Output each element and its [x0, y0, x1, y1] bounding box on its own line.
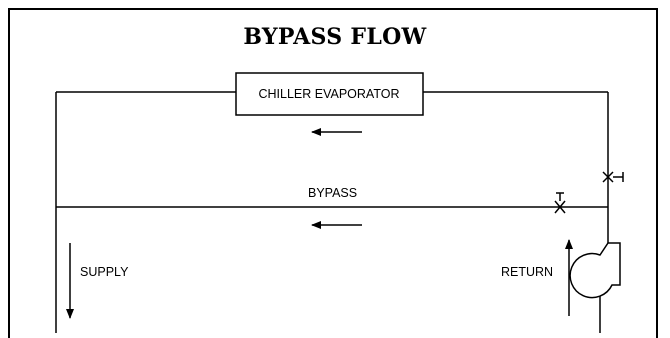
pump-icon [569, 242, 621, 299]
bypass-label: BYPASS [308, 186, 358, 200]
return-label: RETURN [501, 265, 554, 279]
chiller-evaporator-label: CHILLER EVAPORATOR [258, 87, 400, 101]
chiller-evaporator-box [235, 72, 424, 116]
diagram-title: BYPASS FLOW [243, 24, 427, 50]
supply-label: SUPPLY [80, 265, 129, 279]
isolation-valve-icon [602, 171, 624, 183]
bypass-valve-icon [554, 192, 566, 214]
diagram-frame [8, 8, 658, 338]
